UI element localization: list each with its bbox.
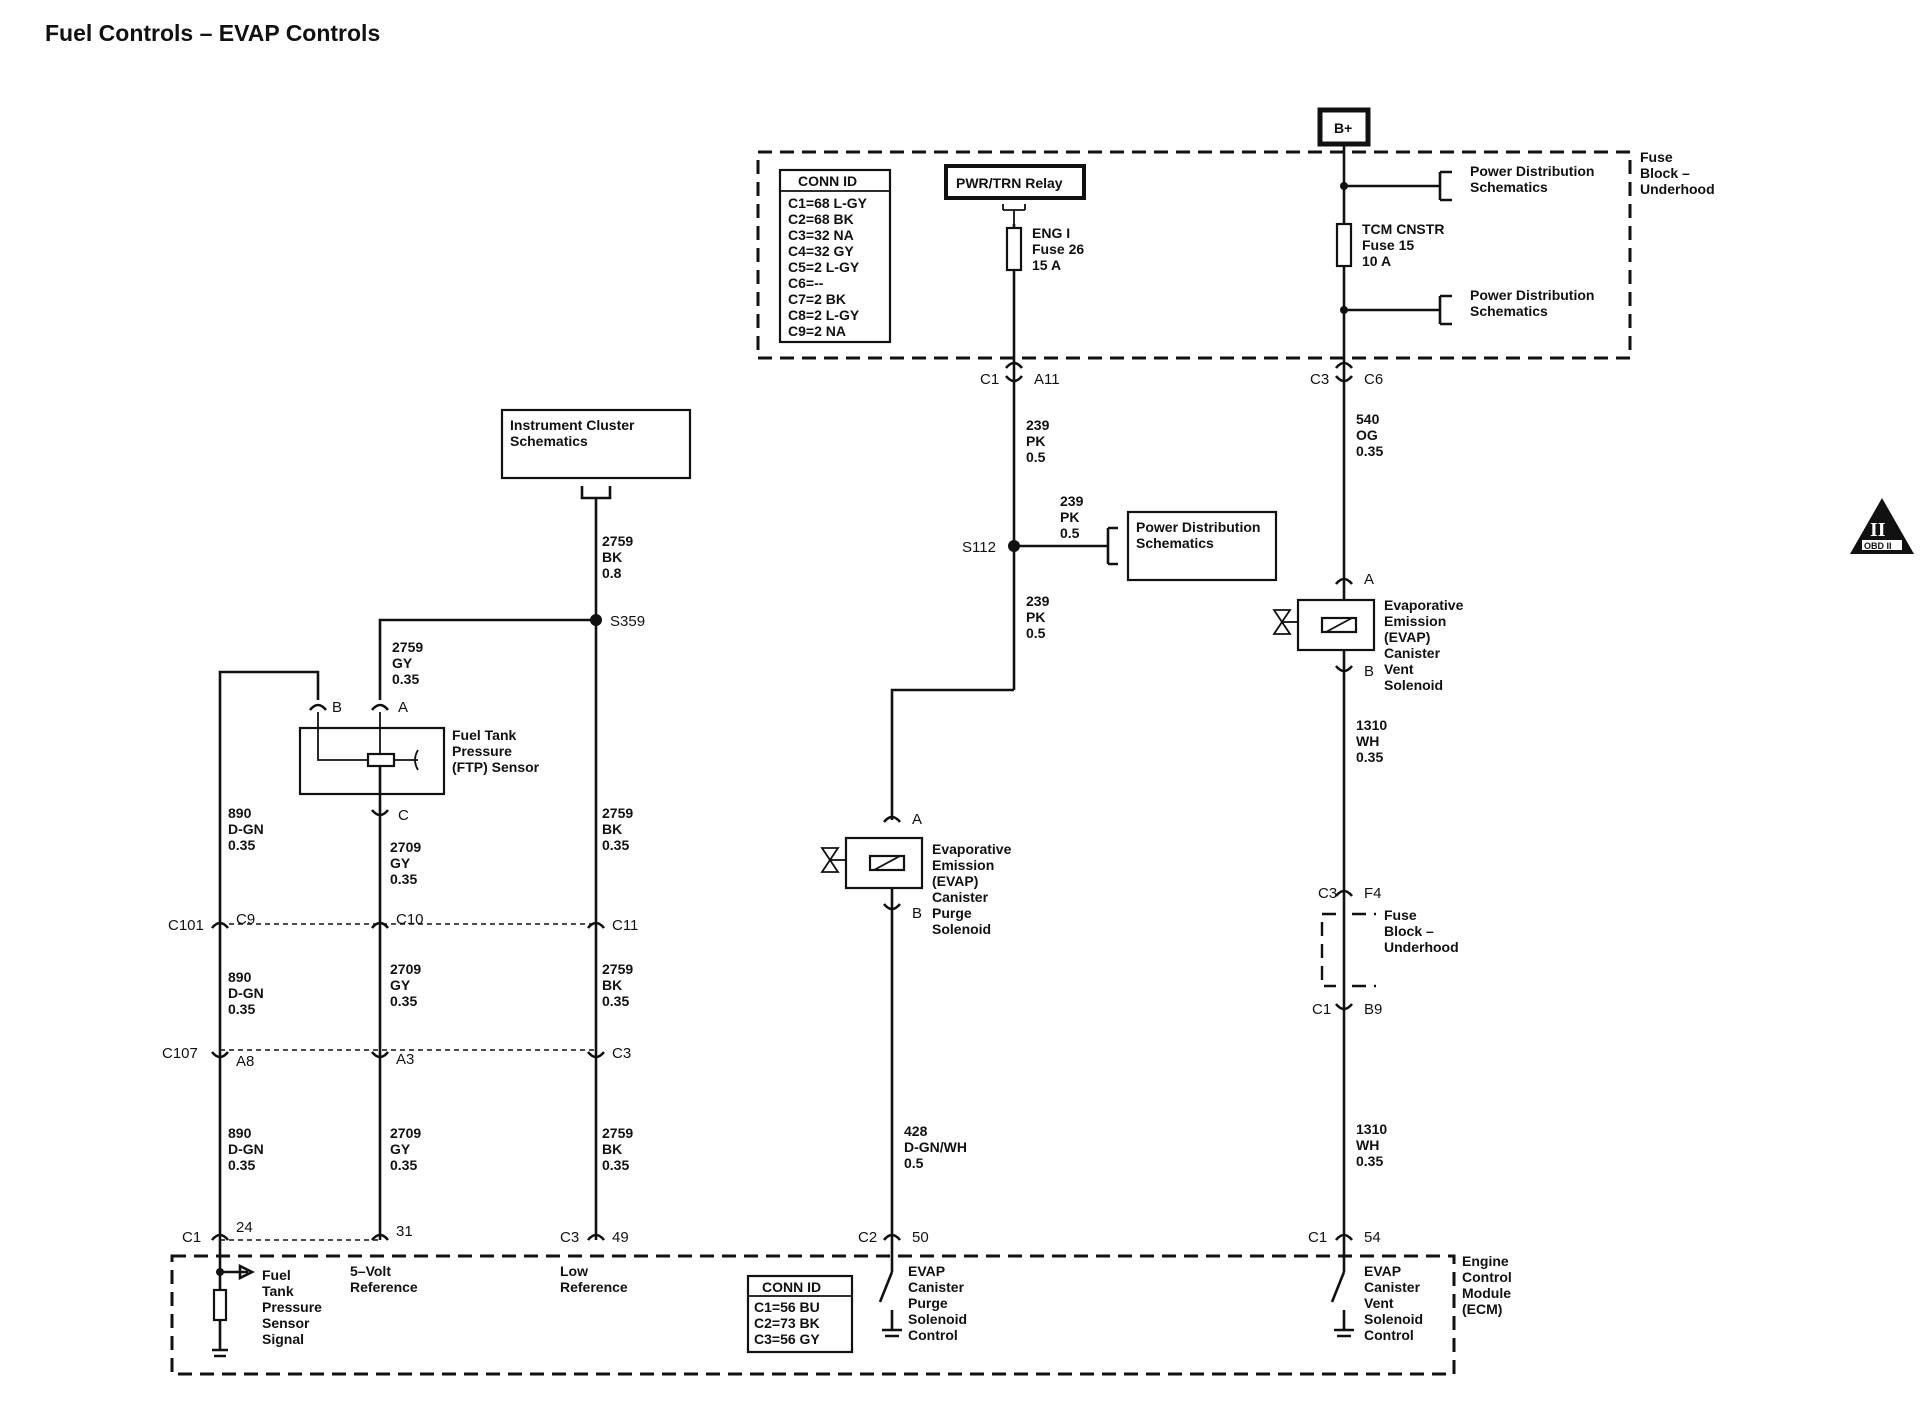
conn-id-title-top: CONN ID	[798, 173, 857, 189]
wire-428-label: 428 D-GN/WH 0.5	[904, 1123, 971, 1171]
pds-label-mid: Power Distribution Schematics	[1136, 519, 1264, 551]
vent-pin-b-label: B	[1364, 663, 1374, 680]
ecm-pin-24-label: 24	[236, 1219, 253, 1236]
wire-2759-gy-label: 2759 GY 0.35	[392, 639, 427, 687]
evap-vent-label: Evaporative Emission (EVAP) Canister Ven…	[1384, 597, 1467, 693]
ecm-low-ref-label: Low Reference	[560, 1263, 628, 1295]
wire-1310-label-2: 1310 WH 0.35	[1356, 1121, 1391, 1169]
tcm-fuse-icon	[1335, 222, 1353, 268]
pds-label-top: Power Distribution Schematics	[1470, 163, 1598, 195]
obd-ii-icon: II OBD II	[1850, 498, 1914, 554]
ecm-purge-control-label: EVAP Canister Purge Solenoid Control	[908, 1263, 971, 1343]
vent-pin-a-label: A	[1364, 571, 1374, 588]
ecm-pin-54-label: 54	[1364, 1229, 1381, 1246]
wire-1310-label-1: 1310 WH 0.35	[1356, 717, 1391, 765]
conn-c10-label: C10	[396, 911, 424, 928]
conn-id-list-top: C1=68 L-GY C2=68 BK C3=32 NA C4=32 GY C5…	[788, 195, 871, 339]
wire-890-label-3: 890 D-GN 0.35	[228, 1125, 268, 1173]
pds-box-mid	[1126, 510, 1278, 582]
wire-2709-label-1: 2709 GY 0.35	[390, 839, 425, 887]
ftp-pin-c-label: C	[398, 807, 409, 824]
wire-2759-label-4: 2759 BK 0.35	[602, 1125, 637, 1173]
conn-a11-label: A11	[1034, 371, 1060, 388]
page-title: Fuel Controls – EVAP Controls	[45, 20, 381, 46]
wire-890-label-1: 890 D-GN 0.35	[228, 805, 268, 853]
ecm-c2-label: C2	[858, 1229, 877, 1246]
instrument-cluster-box	[500, 408, 692, 480]
splice-s359-label: S359	[610, 613, 645, 630]
ecm-boundary	[170, 1254, 1456, 1376]
conn-c3-f-label: C3	[1318, 885, 1337, 902]
pds-label-bottom: Power Distribution Schematics	[1470, 287, 1598, 319]
conn-c11-label: C11	[612, 917, 638, 934]
pwr-trn-relay	[944, 164, 1086, 200]
pwr-trn-relay-label: PWR/TRN Relay	[956, 175, 1063, 191]
ecm-pin-50-label: 50	[912, 1229, 929, 1246]
fuse-block-small-label: Fuse Block – Underhood	[1384, 907, 1459, 955]
conn-id-title-bottom: CONN ID	[762, 1279, 821, 1295]
evap-purge-label: Evaporative Emission (EVAP) Canister Pur…	[932, 841, 1015, 937]
ecm-pin-31-label: 31	[396, 1223, 413, 1240]
ftp-pin-b-label: B	[332, 699, 342, 716]
ecm-pin-49-label: 49	[612, 1229, 629, 1246]
ecm-c1-b-label: C1	[1308, 1229, 1327, 1246]
wire-2709-label-2: 2709 GY 0.35	[390, 961, 425, 1009]
purge-pin-b-label: B	[912, 905, 922, 922]
evap-vent-solenoid	[1296, 598, 1376, 652]
svg-text:OBD II: OBD II	[1864, 541, 1892, 551]
conn-c107-label: C107	[162, 1045, 198, 1062]
ecm-vent-control-label: EVAP Canister Vent Solenoid Control	[1364, 1263, 1427, 1343]
ftp-pin-a-label: A	[398, 699, 408, 716]
conn-c1-label: C1	[980, 371, 999, 388]
ecm-label: Engine Control Module (ECM)	[1462, 1253, 1516, 1317]
fuse-block-label: Fuse Block – Underhood	[1640, 149, 1715, 197]
b-plus-label: B+	[1334, 120, 1352, 136]
wire-239-label-2: 239 PK 0.5	[1060, 493, 1087, 541]
ecm-c1-label: C1	[182, 1229, 201, 1246]
ecm-c3-label: C3	[560, 1229, 579, 1246]
conn-c3-c107-label: C3	[612, 1045, 631, 1062]
wire-2759-label-2: 2759 BK 0.35	[602, 805, 637, 853]
conn-c6-label: C6	[1364, 371, 1383, 388]
conn-c9-label: C9	[236, 911, 255, 928]
eng-fuse-icon	[1005, 226, 1023, 272]
wire-239-label-3: 239 PK 0.5	[1026, 593, 1053, 641]
conn-c3-label: C3	[1310, 371, 1329, 388]
conn-id-table-top	[778, 168, 892, 344]
wire-890-label-2: 890 D-GN 0.35	[228, 969, 268, 1017]
conn-id-table-bottom	[746, 1274, 854, 1354]
fuse-block-boundary	[756, 150, 1632, 360]
conn-a3-label: A3	[396, 1051, 414, 1068]
instrument-cluster-label: Instrument Cluster Schematics	[510, 417, 638, 449]
svg-text:II: II	[1870, 519, 1886, 541]
wire-2759-label-1: 2759 BK 0.8	[602, 533, 637, 581]
wire-2759-label-3: 2759 BK 0.35	[602, 961, 637, 1009]
wire-540-label: 540 OG 0.35	[1356, 411, 1383, 459]
conn-f4-label: F4	[1364, 885, 1382, 902]
tcm-fuse-label: TCM CNSTR Fuse 15 10 A	[1362, 221, 1448, 269]
wire-239-label-1: 239 PK 0.5	[1026, 417, 1053, 465]
splice-s112-label: S112	[962, 539, 996, 556]
purge-pin-a-label: A	[912, 811, 922, 828]
conn-a8-label: A8	[236, 1053, 254, 1070]
ecm-5v-ref-label: 5–Volt Reference	[350, 1263, 418, 1295]
conn-c101-label: C101	[168, 917, 204, 934]
ftp-sensor-label: Fuel Tank Pressure (FTP) Sensor	[452, 727, 540, 775]
conn-c1-b-label: C1	[1312, 1001, 1331, 1018]
conn-b9-label: B9	[1364, 1001, 1382, 1018]
conn-id-list-bottom: C1=56 BU C2=73 BK C3=56 GY	[754, 1299, 824, 1347]
wire-2709-label-3: 2709 GY 0.35	[390, 1125, 425, 1173]
eng-fuse-label: ENG I Fuse 26 15 A	[1032, 225, 1088, 273]
ecm-ftp-signal-label: Fuel Tank Pressure Sensor Signal	[262, 1267, 326, 1347]
